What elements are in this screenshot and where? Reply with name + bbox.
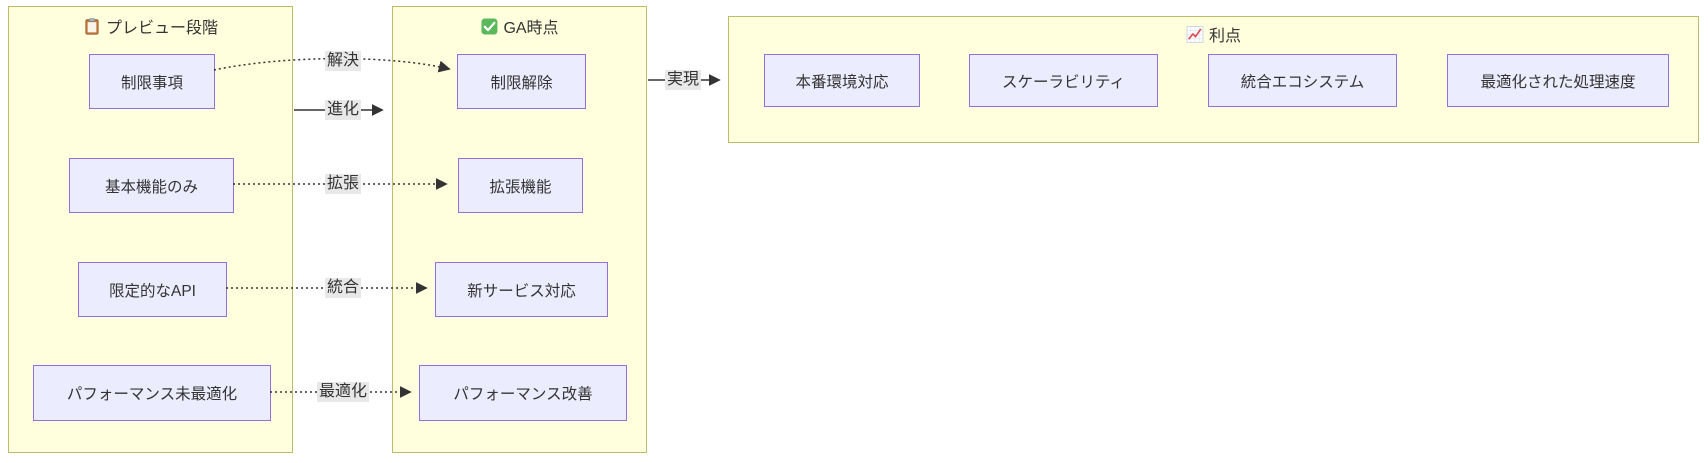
group-ga-stage: GA時点 制限解除 拡張機能 新サービス対応 パフォーマンス改善: [392, 6, 647, 453]
edge-label-optimize: 最適化: [316, 382, 370, 402]
group-title-label: GA時点: [503, 20, 559, 37]
node-scalability: スケーラビリティ: [969, 54, 1158, 107]
check-mark-icon: [480, 18, 497, 35]
group-title-label: 利点: [1208, 28, 1242, 45]
node-performance-improved: パフォーマンス改善: [419, 365, 627, 421]
node-basic-features-only: 基本機能のみ: [69, 158, 234, 213]
node-optimized-processing-speed: 最適化された処理速度: [1447, 54, 1669, 107]
clipboard-icon: [83, 17, 100, 35]
group-benefits: 利点 本番環境対応 スケーラビリティ 統合エコシステム 最適化された処理速度: [728, 16, 1699, 143]
node-new-service-support: 新サービス対応: [435, 262, 608, 317]
edge-label-evolve: 進化: [324, 100, 362, 120]
edge-label-realize: 実現: [664, 70, 702, 90]
node-production-ready: 本番環境対応: [764, 54, 920, 107]
chart-increasing-icon: [1186, 25, 1203, 43]
group-preview-stage: プレビュー段階 制限事項 基本機能のみ 限定的なAPI パフォーマンス未最適化: [8, 6, 293, 453]
node-limitations: 制限事項: [89, 54, 215, 109]
group-ga-title: GA時点: [480, 14, 559, 38]
group-title-label: プレビュー段階: [105, 20, 219, 37]
node-limited-api: 限定的なAPI: [78, 262, 227, 317]
group-preview-title: プレビュー段階: [83, 14, 218, 38]
node-extended-features: 拡張機能: [458, 158, 583, 213]
edge-label-integrate: 統合: [324, 278, 362, 298]
edge-label-extend: 拡張: [324, 174, 362, 194]
edge-label-resolve: 解決: [324, 51, 362, 71]
node-performance-unoptimized: パフォーマンス未最適化: [33, 365, 271, 421]
group-benefits-title: 利点: [1186, 22, 1241, 46]
node-limits-removed: 制限解除: [457, 54, 586, 109]
node-integrated-ecosystem: 統合エコシステム: [1208, 54, 1397, 107]
